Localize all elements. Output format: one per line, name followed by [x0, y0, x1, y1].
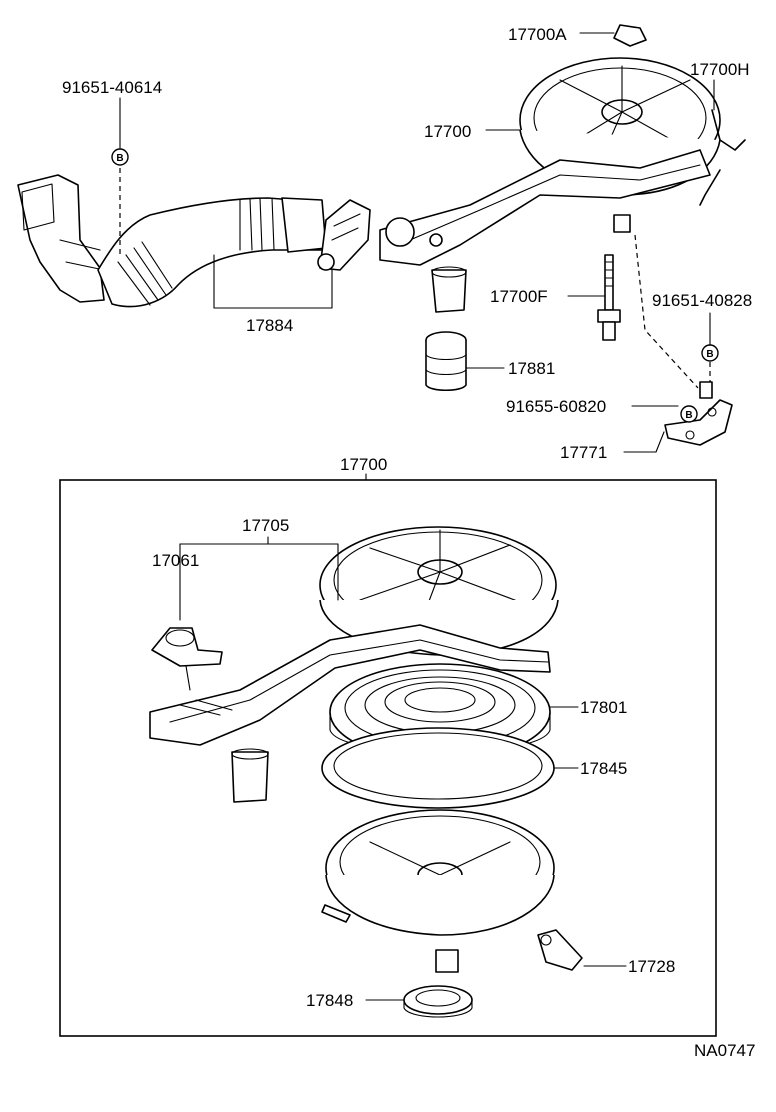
svg-text:B: B: [706, 349, 713, 360]
svg-text:B: B: [685, 410, 692, 421]
rubber-sleeve: [425, 331, 467, 392]
seal-ring: [403, 985, 473, 1018]
label-17700-top: 17700: [424, 122, 471, 141]
label-17848: 17848: [306, 991, 353, 1010]
gasket: [321, 727, 555, 809]
label-17700F: 17700F: [490, 287, 548, 306]
assembly-box: [59, 479, 717, 1037]
label-17705: 17705: [242, 516, 289, 535]
diagram-code: NA0747: [694, 1041, 755, 1060]
stud-bolt: [597, 254, 621, 341]
label-91651-40828: 91651-40828: [652, 291, 752, 310]
intake-hose: [97, 197, 327, 308]
label-17771: 17771: [560, 443, 607, 462]
air-cleaner-top: [379, 24, 746, 313]
label-17881: 17881: [508, 359, 555, 378]
check-valve: [537, 929, 583, 971]
bolt-badge-1: B: [111, 148, 129, 166]
bolt-badge-2: B: [701, 344, 719, 362]
label-17700H: 17700H: [690, 60, 750, 79]
svg-text:B: B: [116, 153, 123, 164]
label-17061: 17061: [152, 551, 199, 570]
thermo-valve: [151, 627, 223, 691]
bracket: [664, 381, 733, 446]
cleaner-cover: [149, 526, 559, 803]
label-91655-60820: 91655-60820: [506, 397, 606, 416]
label-17845: 17845: [580, 759, 627, 778]
cleaner-case: [321, 809, 555, 973]
label-17801: 17801: [580, 698, 627, 717]
label-17884: 17884: [246, 316, 293, 335]
label-17728: 17728: [628, 957, 675, 976]
label-17700A: 17700A: [508, 25, 567, 44]
dashed-line-2: [634, 234, 699, 389]
bolt-badge-3: B: [680, 405, 698, 423]
hose-clamp: [317, 199, 371, 271]
label-91651-40614: 91651-40614: [62, 78, 162, 97]
intake-elbow: [17, 174, 105, 303]
label-17700-box: 17700: [340, 455, 387, 474]
